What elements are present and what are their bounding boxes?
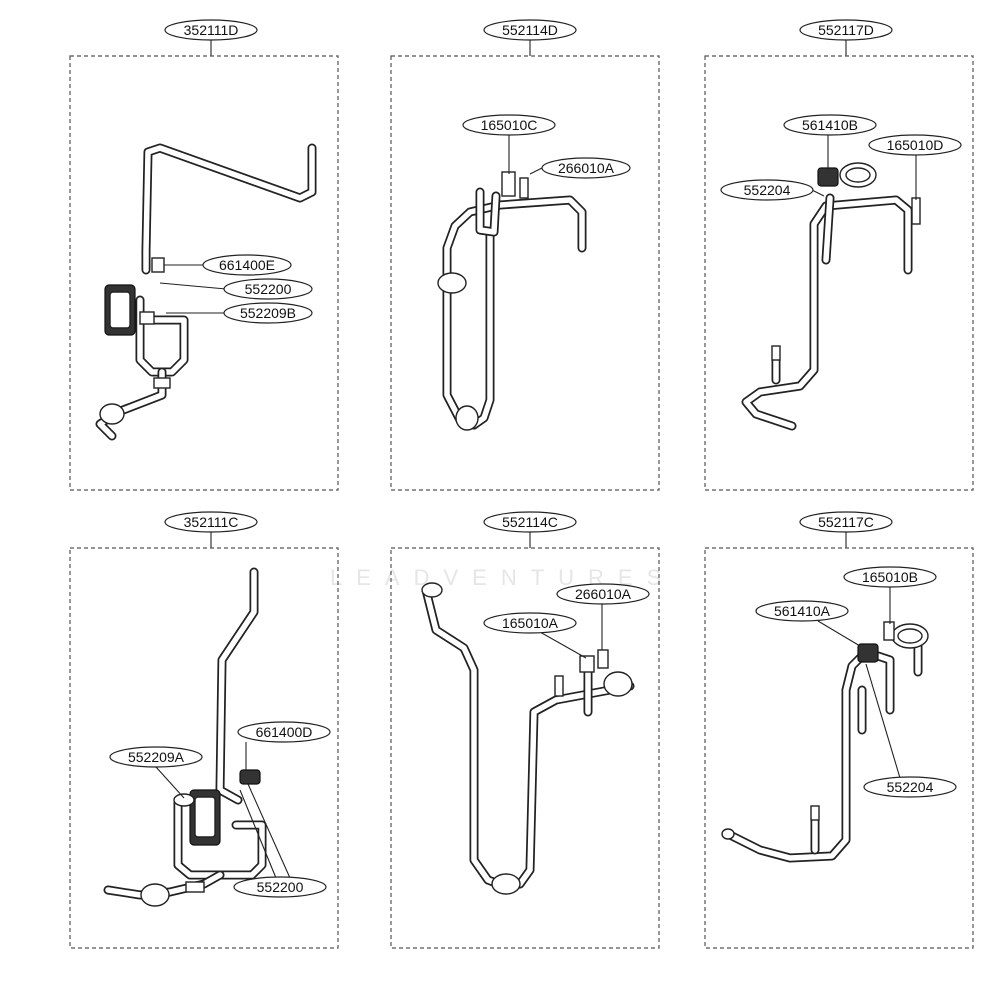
panel-title: 352111D <box>184 22 239 38</box>
pipe-assembly-552114D <box>437 171 587 431</box>
service-port <box>501 171 516 197</box>
pipe-assembly-552114C <box>421 582 635 895</box>
label-552209A: 552209A <box>128 749 185 765</box>
panel-552114C: 552114C 165010A 266010A <box>390 511 660 949</box>
panel-552114D: 552114D 165010C 266010A <box>390 19 660 491</box>
label-661400D: 661400D <box>256 724 313 740</box>
label-266010A: 266010A <box>575 586 632 602</box>
panel-border <box>390 547 660 949</box>
pipe-assembly-552117D <box>741 162 921 431</box>
panel-border <box>69 55 339 491</box>
label-552209B: 552209B <box>240 305 296 321</box>
panel-title: 552114C <box>502 514 558 530</box>
panel-border <box>69 547 339 949</box>
label-552200: 552200 <box>245 281 292 297</box>
label-561410B: 561410B <box>802 117 858 133</box>
panel-552117D: 552117D 561410B 165010D 552204 <box>704 19 974 491</box>
pipe-assembly-352111C <box>103 567 267 907</box>
panel-352111C: 352111C 552209A 661400D 552200 <box>69 511 339 949</box>
label-561410A: 561410A <box>774 603 831 619</box>
service-port <box>579 655 595 673</box>
panel-title: 552114D <box>502 22 558 38</box>
panel-title: 552117C <box>818 514 874 530</box>
label-165010B: 165010B <box>862 569 918 585</box>
valve-fitting <box>99 403 125 425</box>
label-266010A: 266010A <box>558 160 615 176</box>
panel-title: 552117D <box>818 22 874 38</box>
panel-title-oval <box>164 19 258 41</box>
label-552200: 552200 <box>257 879 304 895</box>
panel-title: 352111C <box>184 514 239 530</box>
panel-border <box>704 547 974 949</box>
panel-border <box>704 55 974 491</box>
label-165010C: 165010C <box>481 117 538 133</box>
panel-552117C: 552117C 165010B 561410A 552204 <box>704 511 974 949</box>
label-661400E: 661400E <box>219 257 275 273</box>
label-552204: 552204 <box>887 779 934 795</box>
label-552204: 552204 <box>744 182 791 198</box>
label-165010A: 165010A <box>502 615 559 631</box>
pipe-assembly-552117C <box>721 621 929 863</box>
valve-fitting <box>140 883 170 907</box>
panel-352111D: 352111D 661400E 552200 552209B <box>69 19 339 491</box>
pipe-assembly-352111D <box>95 143 317 441</box>
label-165010D: 165010D <box>887 137 944 153</box>
panel-border <box>390 55 660 491</box>
